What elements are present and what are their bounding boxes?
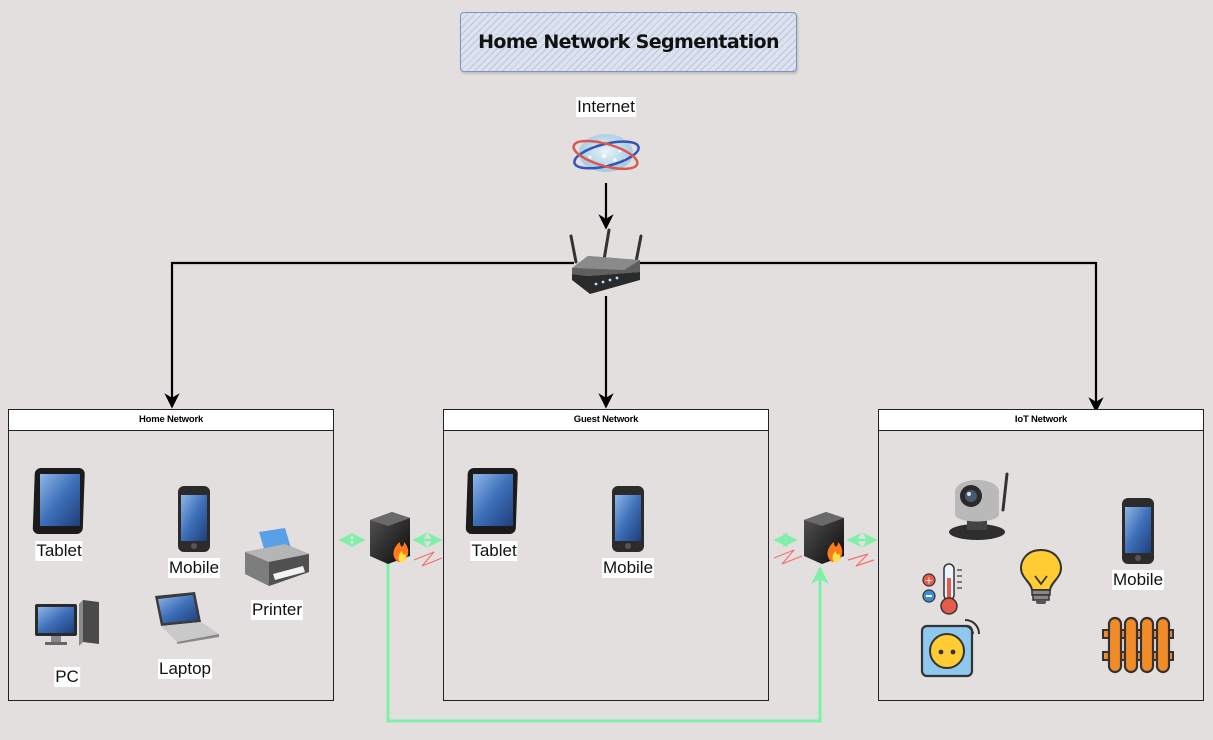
router-to-home-link [164,261,574,409]
mobile-phone-icon [1122,498,1154,564]
mobile-phone-icon [178,486,210,552]
tablet-icon [465,468,518,534]
uplink-connections [164,183,1104,413]
diagram-title: Home Network Segmentation [478,31,779,53]
home-network-header: Home Network [9,410,333,431]
home-printer-label: Printer [250,600,304,620]
mobile-phone-icon [612,486,644,552]
guest-network-header: Guest Network [444,410,768,431]
iot-mobile-label: Mobile [1111,570,1165,590]
guest-network-box: Guest Network Tablet Mobile [443,409,769,701]
guest-mobile-label: Mobile [601,558,655,578]
allowed-traffic-path [338,532,878,723]
desktop-pc-icon [35,600,99,646]
svg-text:+: + [925,576,933,587]
printer-icon [245,528,309,586]
laptop-icon [155,592,219,644]
router-icon [569,228,643,294]
radiator-icon [1102,616,1174,674]
thermometer-icon: + [922,563,962,615]
light-bulb-icon [1019,548,1063,604]
internet-icon [572,134,640,172]
home-mobile-label: Mobile [167,558,221,578]
home-tablet-label: Tablet [35,541,83,561]
home-pc-label: PC [54,667,80,687]
iot-network-box: IoT Network + Mobile [878,409,1204,701]
iot-network-header: IoT Network [879,410,1203,431]
guest-tablet-label: Tablet [470,541,518,561]
router-to-iot-link [640,261,1104,413]
ip-camera-icon [949,472,1009,540]
home-laptop-label: Laptop [158,659,212,679]
internet-label: Internet [576,97,636,117]
diagram-title-box: Home Network Segmentation [460,12,797,72]
smart-plug-icon [920,619,980,678]
home-network-box: Home Network Tablet Mobile Printer PC La [8,409,334,701]
tablet-icon [32,468,85,534]
firewall-icon [773,512,875,567]
firewall-icon [370,512,443,567]
